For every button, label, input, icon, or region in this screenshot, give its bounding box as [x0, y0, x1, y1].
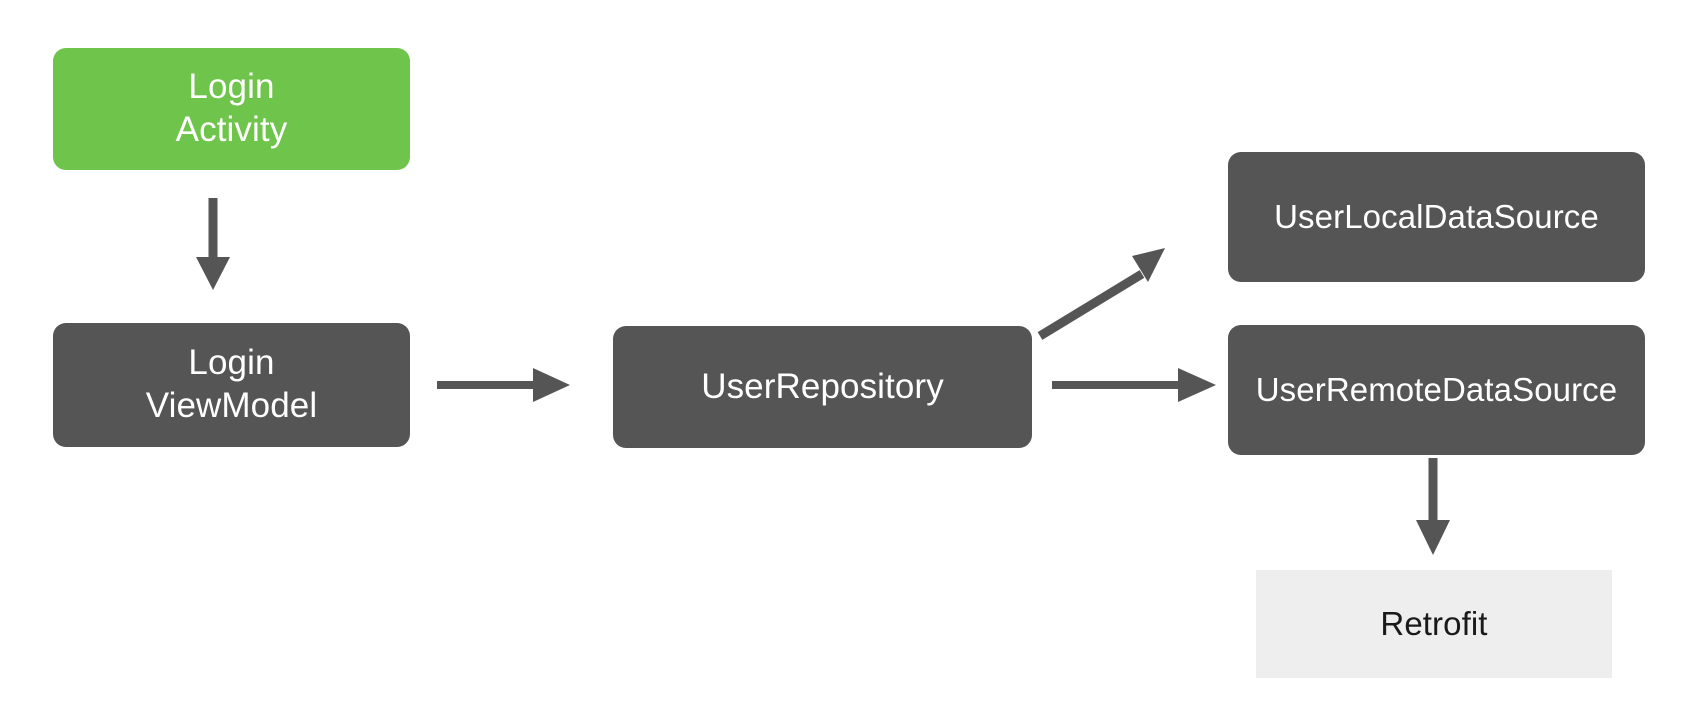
node-user-remote-datasource[interactable]: UserRemoteDataSource	[1228, 325, 1645, 455]
node-user-repository[interactable]: UserRepository	[613, 326, 1032, 448]
node-user-local-datasource[interactable]: UserLocalDataSource	[1228, 152, 1645, 282]
arrow-repository-to-remote-datasource	[1040, 355, 1240, 415]
arrow-remote-datasource-to-retrofit	[1405, 450, 1465, 570]
arrow-activity-to-viewmodel	[180, 190, 250, 300]
node-retrofit[interactable]: Retrofit	[1256, 570, 1612, 678]
node-login-viewmodel[interactable]: Login ViewModel	[53, 323, 410, 447]
arrow-repository-to-local-datasource	[1020, 230, 1200, 350]
node-login-activity[interactable]: Login Activity	[53, 48, 410, 170]
arrow-viewmodel-to-repository	[425, 355, 585, 415]
